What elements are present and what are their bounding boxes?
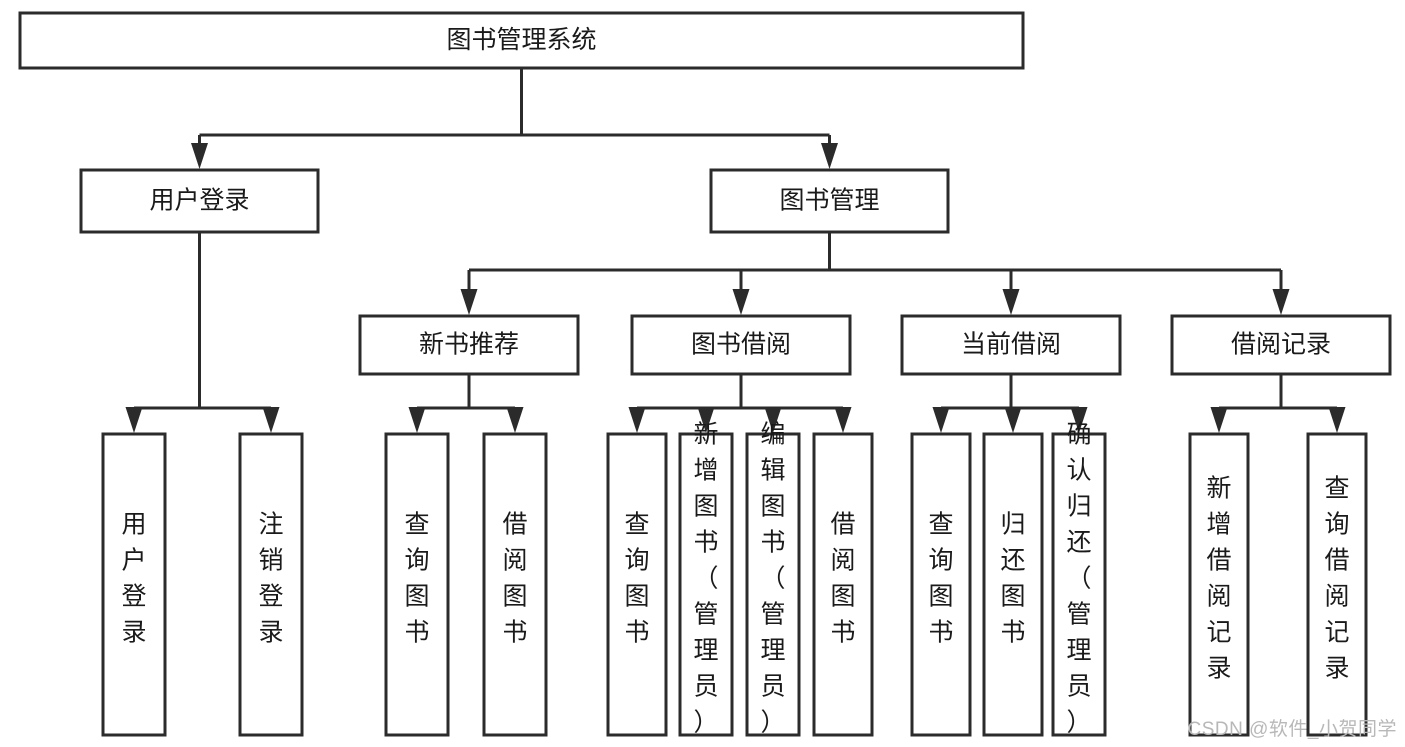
node-borrow-record[interactable]: 借阅记录: [1170, 314, 1392, 376]
node-label: 借阅记录: [1231, 331, 1331, 359]
node-label: 借阅图书: [502, 511, 527, 647]
node-root[interactable]: 图书管理系统: [18, 11, 1025, 70]
node-label: 归还图书: [1000, 511, 1025, 647]
node-label: 当前借阅: [961, 331, 1061, 359]
node-current-borrow[interactable]: 当前借阅: [900, 314, 1122, 376]
node-label: 查询图书: [624, 511, 649, 647]
node-leaf-add-record[interactable]: 新增借阅记录: [1188, 432, 1250, 737]
node-label: 图书借阅: [691, 331, 791, 359]
node-leaf-query-book-2[interactable]: 查询图书: [606, 432, 668, 737]
node-leaf-user-login[interactable]: 用户登录: [101, 432, 167, 737]
node-label: 编辑图书（管理员）: [760, 421, 785, 737]
node-leaf-return-book[interactable]: 归还图书: [982, 432, 1044, 737]
connector-book-manage: [460, 232, 1290, 315]
node-label: 查询借阅记录: [1324, 475, 1349, 683]
node-leaf-edit-book[interactable]: 编辑图书（管理员）: [745, 421, 801, 737]
node-book-manage[interactable]: 图书管理: [709, 168, 950, 234]
node-new-book-recommend[interactable]: 新书推荐: [358, 314, 580, 376]
node-layer: 图书管理系统用户登录图书管理新书推荐图书借阅当前借阅借阅记录用户登录注销登录查询…: [18, 11, 1392, 737]
node-book-borrow[interactable]: 图书借阅: [630, 314, 852, 376]
node-label: 图书管理系统: [446, 26, 596, 54]
node-leaf-query-book-3[interactable]: 查询图书: [910, 432, 972, 737]
node-leaf-query-record[interactable]: 查询借阅记录: [1306, 432, 1368, 737]
node-label: 用户登录: [121, 511, 146, 647]
node-label: 借阅图书: [830, 511, 855, 647]
node-leaf-confirm-return[interactable]: 确认归还（管理员）: [1051, 421, 1107, 737]
connector-root: [191, 68, 838, 169]
node-label: 注销登录: [258, 511, 283, 647]
connector-layer: [125, 68, 1346, 433]
node-label: 查询图书: [404, 511, 429, 647]
connector-new-book-recommend: [408, 374, 524, 433]
connector-book-borrow: [628, 374, 852, 433]
node-label: 查询图书: [928, 511, 953, 647]
connector-user-login: [125, 232, 280, 433]
node-label: 新增图书（管理员）: [693, 421, 718, 737]
node-label: 新书推荐: [419, 331, 519, 359]
node-user-login[interactable]: 用户登录: [79, 168, 320, 234]
node-leaf-borrow-book-1[interactable]: 借阅图书: [482, 432, 548, 737]
connector-borrow-record: [1210, 374, 1346, 433]
node-label: 用户登录: [149, 187, 249, 215]
node-leaf-user-logout[interactable]: 注销登录: [238, 432, 304, 737]
node-label: 新增借阅记录: [1206, 475, 1231, 683]
node-leaf-borrow-book-2[interactable]: 借阅图书: [812, 432, 874, 737]
node-label: 确认归还（管理员）: [1066, 421, 1091, 737]
node-leaf-add-book[interactable]: 新增图书（管理员）: [678, 421, 734, 737]
node-leaf-query-book-1[interactable]: 查询图书: [384, 432, 450, 737]
node-label: 图书管理: [779, 187, 879, 215]
connector-current-borrow: [932, 374, 1088, 433]
